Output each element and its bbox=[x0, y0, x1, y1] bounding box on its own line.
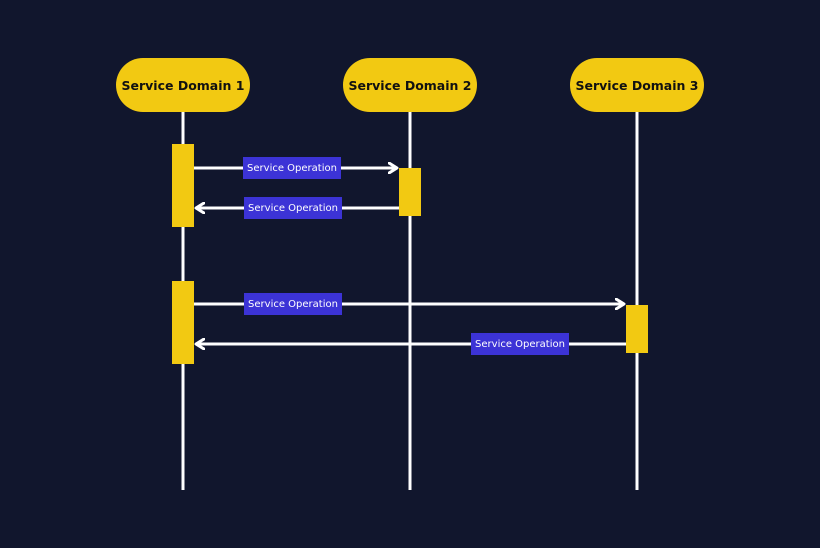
message-label-3: Service Operation bbox=[244, 293, 342, 315]
activation-bar-domain-3 bbox=[626, 305, 648, 353]
activation-bar-domain-2 bbox=[399, 168, 421, 216]
participant-service-domain-2: Service Domain 2 bbox=[343, 58, 477, 112]
message-label-1: Service Operation bbox=[243, 157, 341, 179]
participant-service-domain-1: Service Domain 1 bbox=[116, 58, 250, 112]
activation-bar-domain-1-b bbox=[172, 281, 194, 364]
participant-service-domain-3: Service Domain 3 bbox=[570, 58, 704, 112]
message-label-4: Service Operation bbox=[471, 333, 569, 355]
message-label-2: Service Operation bbox=[244, 197, 342, 219]
activation-bar-domain-1-a bbox=[172, 144, 194, 227]
